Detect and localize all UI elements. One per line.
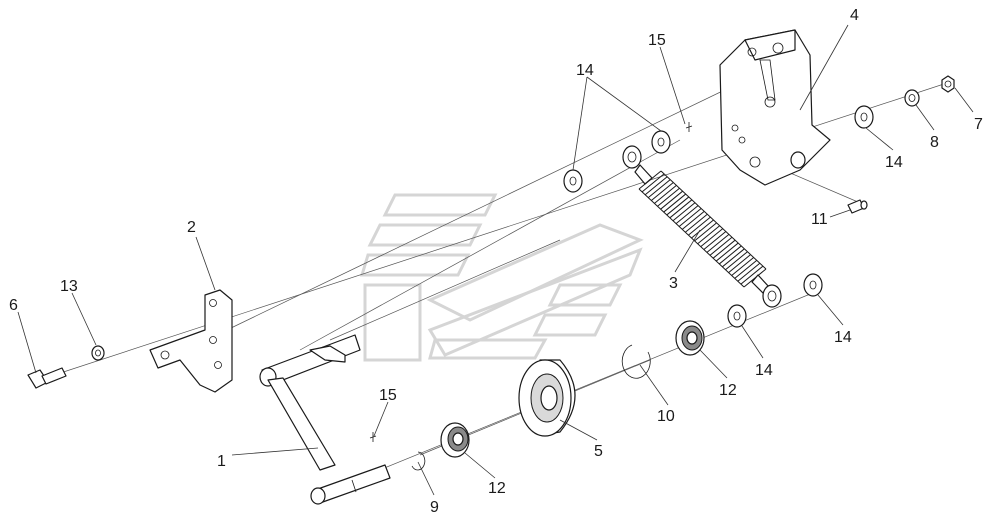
spring-coil: [672, 202, 696, 222]
spring-coil: [663, 193, 687, 213]
part-15-pin-upper: [685, 122, 693, 132]
spring-coil: [718, 245, 742, 265]
spring-coil: [675, 205, 699, 224]
spring-coil: [657, 187, 680, 207]
part-9-retaining-ring: [411, 451, 426, 471]
spring-coil: [654, 185, 677, 204]
part-14-washer-b: [651, 130, 671, 154]
callout-labels: 1 2 3 4 5 6 7 8 9 10 11 12 12 13 14 14 1…: [9, 7, 983, 516]
part-14-washer-a: [563, 169, 583, 193]
spring-coil: [703, 231, 727, 250]
spring-coil: [685, 213, 708, 233]
spring-coil: [706, 234, 730, 253]
spring-coil: [651, 182, 674, 201]
spring-coil: [731, 257, 754, 276]
spring-coil: [644, 176, 668, 196]
spring-coil: [666, 196, 690, 216]
spring-coil: [669, 199, 693, 219]
part-15-pin-lower: [369, 432, 377, 442]
spring-coil: [740, 265, 764, 285]
spring-coil: [678, 208, 702, 227]
spring-coil: [715, 242, 739, 262]
spring-coil: [638, 170, 662, 190]
part-14-washer-c: [854, 105, 874, 129]
spring-coil: [691, 219, 714, 239]
part-1-lever-shaft: [259, 334, 391, 505]
spring-coil: [728, 254, 751, 273]
spring-coil: [737, 262, 761, 282]
part-14-washer-d: [727, 304, 747, 328]
part-7-lock-nut: [941, 75, 955, 93]
spring-coil: [734, 259, 758, 279]
leader-lines: [17, 24, 974, 496]
spring-coil: [697, 225, 720, 245]
spring-coil: [709, 236, 733, 256]
callout-6: 6: [9, 297, 18, 314]
callout-2: 2: [187, 219, 196, 236]
callout-7: 7: [974, 116, 983, 133]
spring-coil: [722, 248, 745, 268]
part-14-washer-e: [803, 273, 823, 297]
part-10-snap-ring: [621, 344, 651, 379]
callout-3: 3: [669, 275, 678, 292]
part-3-spring: [622, 145, 782, 308]
callout-14-lower: 14: [834, 329, 852, 346]
spring-edge: [660, 170, 767, 270]
spring-coil: [660, 190, 683, 210]
callout-10: 10: [657, 408, 675, 425]
watermark-logo: [359, 193, 644, 362]
part-6-bolt: [27, 367, 67, 389]
spring-coil: [694, 222, 717, 242]
part-5-pulley: [518, 359, 576, 437]
spring-coil: [700, 228, 724, 248]
callout-14-top: 14: [576, 62, 594, 79]
part-4-support-bracket: [719, 29, 831, 186]
callout-13: 13: [60, 278, 78, 295]
spring-coil: [725, 251, 748, 271]
callout-5: 5: [594, 443, 603, 460]
spring-coil: [647, 179, 671, 199]
callout-12-lower: 12: [488, 480, 506, 497]
callout-8: 8: [930, 134, 939, 151]
spring-edge: [638, 188, 745, 288]
part-11-grease-fitting: [847, 199, 868, 214]
callout-11: 11: [811, 211, 828, 228]
callout-9: 9: [430, 499, 439, 516]
part-2-bracket: [149, 289, 233, 393]
part-8-nut: [904, 89, 920, 107]
spring-coil: [688, 216, 711, 236]
callout-12-upper: 12: [719, 382, 737, 399]
callout-1: 1: [217, 453, 226, 470]
part-13-nut: [91, 345, 105, 361]
part-12-bearing-lower: [440, 422, 470, 458]
callout-15-lower: 15: [379, 387, 397, 404]
spring-coil: [712, 239, 736, 259]
callout-15-upper: 15: [648, 32, 666, 49]
spring-coil: [641, 173, 665, 193]
callout-4: 4: [850, 7, 859, 24]
spring-coil: [681, 210, 705, 230]
callout-14-mid: 14: [755, 362, 773, 379]
part-12-bearing-upper: [675, 320, 705, 356]
callout-14-right: 14: [885, 154, 903, 171]
